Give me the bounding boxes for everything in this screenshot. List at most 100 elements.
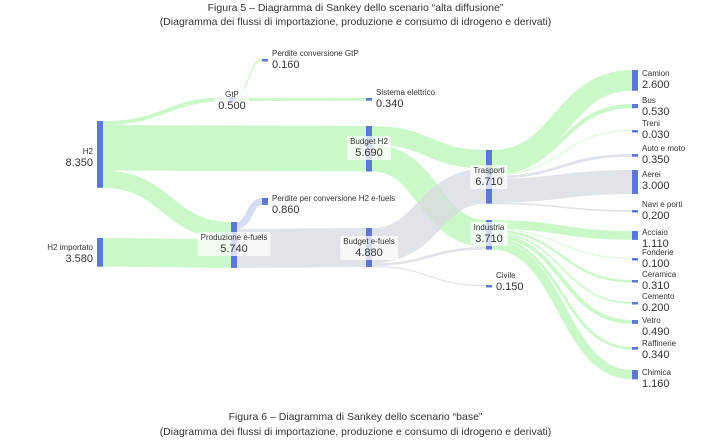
node-name: Ceramica (642, 270, 677, 279)
node-auto[interactable] (632, 154, 638, 157)
node-name: Budget H2 (350, 137, 388, 146)
link-prod-pef[interactable] (236, 198, 263, 229)
node-value: 0.530 (642, 106, 670, 118)
node-value: 0.310 (642, 280, 670, 292)
node-cemento[interactable] (632, 302, 638, 305)
node-name: Fonderie (642, 248, 674, 257)
link-ind-chimica[interactable] (491, 240, 633, 380)
node-value: 6.710 (475, 176, 503, 188)
link-tras-treni[interactable] (491, 130, 633, 176)
node-acciaio[interactable] (632, 231, 638, 240)
link-ind-cemento[interactable] (491, 232, 633, 304)
node-name: Produzione e-fuels (200, 233, 268, 242)
node-name: Budget e-fuels (343, 237, 395, 246)
link-tras-bus[interactable] (491, 104, 633, 176)
node-name: Cemento (642, 292, 675, 301)
node-name: Sistema elettrico (376, 88, 436, 97)
node-name: H2 importato (47, 243, 93, 252)
node-raff[interactable] (632, 347, 638, 350)
link-ind-ceramica[interactable] (491, 229, 633, 283)
node-value: 0.340 (376, 98, 404, 110)
next-figure-title: Figura 6 – Diagramma di Sankey dello sce… (228, 411, 483, 423)
link-tras-navi[interactable] (491, 202, 633, 212)
node-name: Bus (642, 96, 656, 105)
link-tras-auto[interactable] (491, 154, 633, 179)
node-value: 0.030 (642, 129, 670, 141)
link-h2-bh2[interactable] (102, 125, 367, 172)
link-bef-ind[interactable] (371, 247, 487, 266)
node-name: Navi e porti (642, 200, 683, 209)
node-civ[interactable] (486, 285, 492, 288)
node-treni[interactable] (632, 130, 638, 133)
link-ind-fonderie[interactable] (491, 228, 633, 259)
node-h2imp[interactable] (97, 238, 103, 267)
node-value: 0.160 (272, 59, 300, 71)
node-value: 0.340 (642, 349, 670, 361)
node-value: 3.000 (642, 180, 670, 192)
node-chimica[interactable] (632, 370, 638, 380)
link-ind-acciaio[interactable] (491, 220, 633, 240)
node-navi[interactable] (632, 210, 638, 213)
node-value: 1.110 (642, 238, 669, 250)
node-value: 0.500 (218, 100, 246, 112)
link-h2-prod[interactable] (102, 170, 232, 240)
node-value: 0.200 (642, 302, 670, 314)
node-name: Camion (642, 69, 670, 78)
node-fonderie[interactable] (632, 258, 638, 261)
node-value: 5.740 (220, 243, 248, 255)
node-value: 0.490 (642, 326, 670, 338)
node-vetro[interactable] (632, 320, 638, 324)
node-value: 1.160 (642, 378, 670, 390)
figure-subtitle: (Diagramma dei flussi di importazione, p… (159, 16, 552, 28)
node-sist[interactable] (366, 98, 372, 101)
link-ind-vetro[interactable] (491, 233, 633, 324)
node-ceramica[interactable] (632, 280, 638, 283)
node-value: 5.690 (355, 147, 383, 159)
node-camion[interactable] (632, 70, 638, 91)
figure-title: Figura 5 – Diagramma di Sankey dello sce… (207, 2, 504, 14)
node-value: 3.580 (65, 253, 93, 265)
node-value: 8.350 (65, 157, 93, 169)
node-bus[interactable] (632, 104, 638, 109)
node-value: 0.860 (272, 204, 300, 216)
node-pgtp[interactable] (262, 59, 268, 62)
node-value: 0.100 (642, 258, 670, 270)
node-name: Raffinerie (642, 339, 677, 348)
link-bef-civ[interactable] (371, 265, 487, 287)
node-aerei[interactable] (632, 170, 638, 194)
node-name: Auto e moto (642, 144, 686, 153)
node-value: 0.350 (642, 154, 670, 166)
node-h2[interactable] (97, 121, 103, 188)
node-value: 0.150 (496, 281, 524, 293)
link-ind-raff[interactable] (491, 237, 633, 350)
link-tras-camion[interactable] (491, 70, 633, 171)
node-pef[interactable] (262, 198, 268, 205)
node-name: Treni (642, 119, 660, 128)
link-tras-aerei[interactable] (491, 170, 633, 203)
node-name: Aerei (642, 170, 661, 179)
node-value: 3.710 (475, 233, 503, 245)
link-h2-gtp[interactable] (102, 97, 230, 125)
node-name: H2 (82, 147, 93, 156)
next-figure-subtitle: (Diagramma dei flussi di importazione, p… (159, 426, 552, 438)
